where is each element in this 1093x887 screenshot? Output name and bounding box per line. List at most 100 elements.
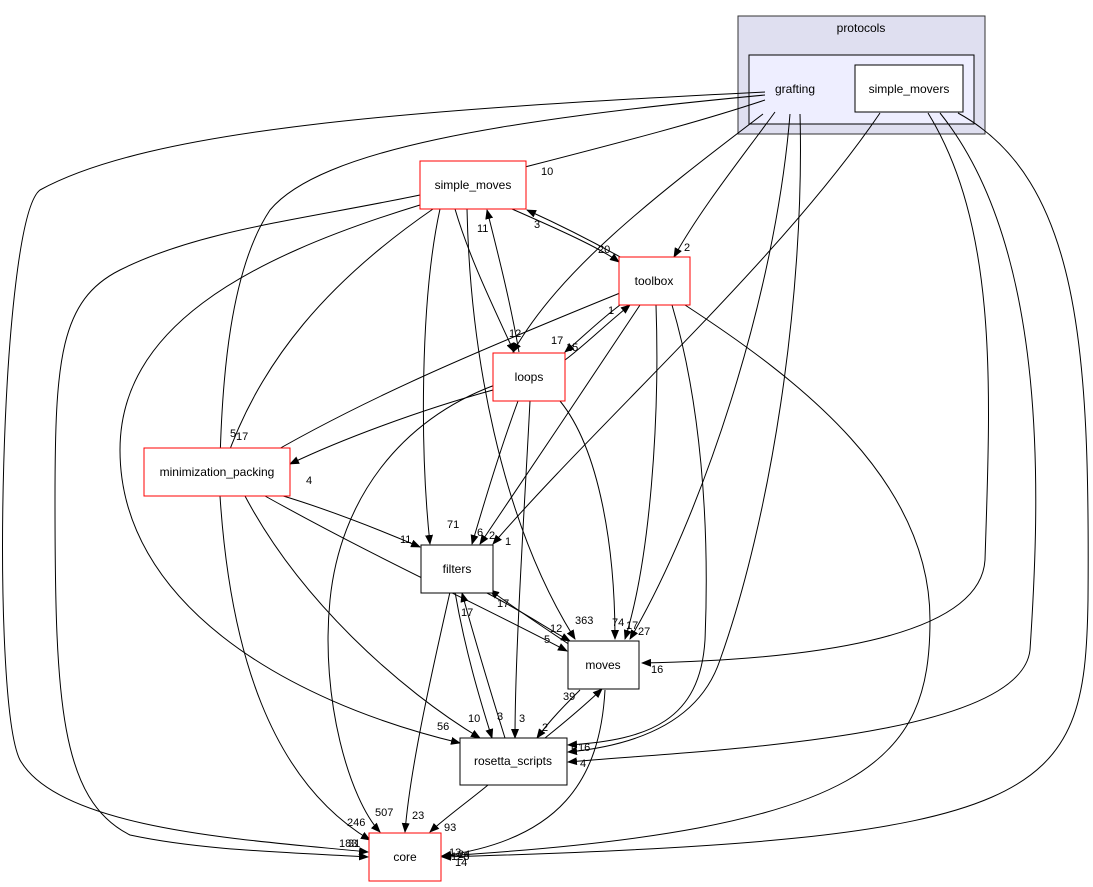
- edge-label-simple-movers-filters: 2: [489, 530, 495, 542]
- edge-label-loops-core: 507: [375, 807, 393, 819]
- node-loops[interactable]: loops: [492, 352, 566, 402]
- edge-label-moves-core: 14: [455, 857, 467, 869]
- edge-label-filters-core: 23: [412, 810, 424, 822]
- edge-simple-moves-rosetta: [119, 204, 461, 745]
- edge-label-minpack-moves: 5: [544, 634, 550, 646]
- edge-label-loops-minpack: 4: [306, 475, 312, 487]
- edge-label-grafting-moves: 27: [638, 626, 650, 638]
- edge-label-loops-rosetta: 3: [519, 713, 525, 725]
- edge-label-moves-rosetta: 2: [542, 722, 548, 734]
- edge-toolbox-moves: [623, 304, 658, 640]
- edge-simple-moves-loops: [454, 208, 515, 353]
- edge-label-loops-filters: 6: [477, 527, 483, 539]
- edge-grafting-moves: [629, 113, 791, 640]
- edge-moves-core: [441, 689, 606, 859]
- edge-label-grafting-toolbox: 2: [684, 242, 690, 254]
- edge-rosetta-moves: [544, 688, 603, 739]
- node-simple-movers-label: simple_movers: [869, 82, 950, 96]
- edge-label-toolbox-moves: 17: [626, 620, 638, 632]
- edge-label-filters-moves: 12: [550, 623, 562, 635]
- edge-label-loops-simple-moves: 11: [477, 223, 488, 235]
- edge-label-grafting-minpack: 5: [230, 428, 236, 440]
- edge-label-simple-moves-rosetta: 56: [437, 721, 449, 733]
- node-minimization-packing-label: minimization_packing: [160, 465, 275, 479]
- edge-moves-filters: [489, 589, 571, 646]
- edge-toolbox-rosetta: [567, 304, 707, 749]
- node-simple-moves-label: simple_moves: [435, 178, 512, 192]
- edge-labels: 10 2 5 17 20 3 11 12 17 15 1 7 4 71 6 2 …: [230, 166, 690, 869]
- node-moves-label: moves: [585, 658, 620, 672]
- edge-label-core-extra: 13: [449, 847, 461, 859]
- edge-label-rosetta-core: 93: [444, 822, 456, 834]
- edges: [2, 91, 1089, 861]
- node-simple-movers[interactable]: simple_movers: [854, 64, 964, 113]
- edge-label-loops-toolbox: 1: [608, 305, 614, 317]
- edge-grafting-toolbox: [673, 111, 776, 258]
- node-loops-label: loops: [515, 370, 544, 384]
- edge-simple-movers-moves: [641, 112, 989, 667]
- edge-label-simple-movers-core: 24: [458, 849, 470, 861]
- node-core-label: core: [393, 850, 417, 864]
- edge-label-toolbox-loops: 17: [551, 335, 563, 347]
- edge-label-simple-moves-core: 183: [339, 838, 357, 850]
- node-rosetta-scripts-label: rosetta_scripts: [474, 754, 552, 768]
- cluster-grafting-label: grafting: [775, 82, 815, 96]
- edge-label-grafting-simple-moves: 10: [541, 166, 553, 178]
- edge-label-moves-filters: 17: [497, 598, 509, 610]
- node-rosetta-scripts[interactable]: rosetta_scripts: [459, 737, 568, 786]
- edge-label-loops-moves: 74: [612, 617, 624, 629]
- edge-loops-filters: [470, 400, 519, 545]
- edge-label-simple-moves-loops: 12: [509, 328, 521, 340]
- edge-filters-core: [401, 591, 451, 833]
- edge-label-toolbox-filters: 1: [505, 536, 511, 548]
- edge-label-simple-moves-toolbox: 20: [598, 244, 610, 256]
- edge-moves-rosetta: [536, 689, 581, 739]
- node-core[interactable]: core: [368, 832, 442, 882]
- edge-simple-moves-minpack: [224, 208, 434, 464]
- edge-loops-minpack: [289, 389, 494, 465]
- edge-label-grafting-core: 31: [348, 838, 360, 850]
- edge-label-rosetta-filters: 17: [461, 607, 473, 619]
- edge-label-simple-moves-filters: 71: [447, 519, 459, 531]
- node-moves[interactable]: moves: [567, 640, 640, 690]
- node-filters-label: filters: [443, 562, 472, 576]
- edge-label-loops-15: 15: [566, 342, 578, 354]
- edge-simple-movers-rosetta: [567, 112, 1037, 766]
- node-toolbox[interactable]: toolbox: [618, 256, 691, 306]
- edge-simple-moves-filters: [422, 208, 441, 545]
- node-minimization-packing[interactable]: minimization_packing: [143, 447, 291, 497]
- cluster-protocols-label: protocols: [837, 21, 886, 35]
- edge-loops-moves: [559, 400, 619, 640]
- edge-minpack-rosetta: [244, 495, 481, 739]
- edge-label-minpack-filters: 11: [400, 534, 411, 546]
- edge-grafting-loops: [512, 113, 764, 353]
- edge-minpack-moves: [264, 495, 568, 652]
- edge-label-grafting-rosetta: 16: [578, 742, 590, 754]
- edge-rosetta-core: [429, 784, 489, 833]
- edge-label-toolbox-rosetta: 5: [571, 744, 577, 756]
- edge-label-toolbox-core: 128: [451, 851, 469, 863]
- edge-label-simple-moves-minpack: 17: [236, 431, 248, 443]
- edge-loops-toolbox: [564, 304, 631, 361]
- edge-grafting-rosetta: [567, 113, 801, 756]
- edge-label-minpack-rosetta: 10: [468, 713, 480, 725]
- edge-loops-core: [327, 384, 496, 833]
- edge-filters-rosetta: [454, 591, 494, 739]
- edge-label-simple-movers-rosetta: 4: [580, 758, 586, 770]
- node-simple-moves[interactable]: simple_moves: [419, 160, 527, 210]
- edge-toolbox-minpack: [252, 292, 621, 465]
- edge-label-simple-movers-moves: 16: [651, 664, 663, 676]
- edge-label-simple-moves-moves: 363: [575, 615, 593, 627]
- edge-label-filters-rosetta: 3: [497, 711, 503, 723]
- edge-label-toolbox-simple-moves: 3: [534, 219, 540, 231]
- edge-minpack-filters: [279, 494, 421, 548]
- node-filters[interactable]: filters: [420, 544, 494, 594]
- edge-loops-simple-moves: [485, 209, 520, 353]
- edge-simple-movers-filters: [492, 112, 881, 545]
- edge-label-minpack-core: 246: [347, 817, 365, 829]
- edge-toolbox-loops: [564, 304, 621, 353]
- edge-simple-moves-core: [54, 194, 421, 861]
- edge-grafting-simple-moves: [497, 99, 766, 176]
- edge-toolbox-filters: [479, 304, 641, 545]
